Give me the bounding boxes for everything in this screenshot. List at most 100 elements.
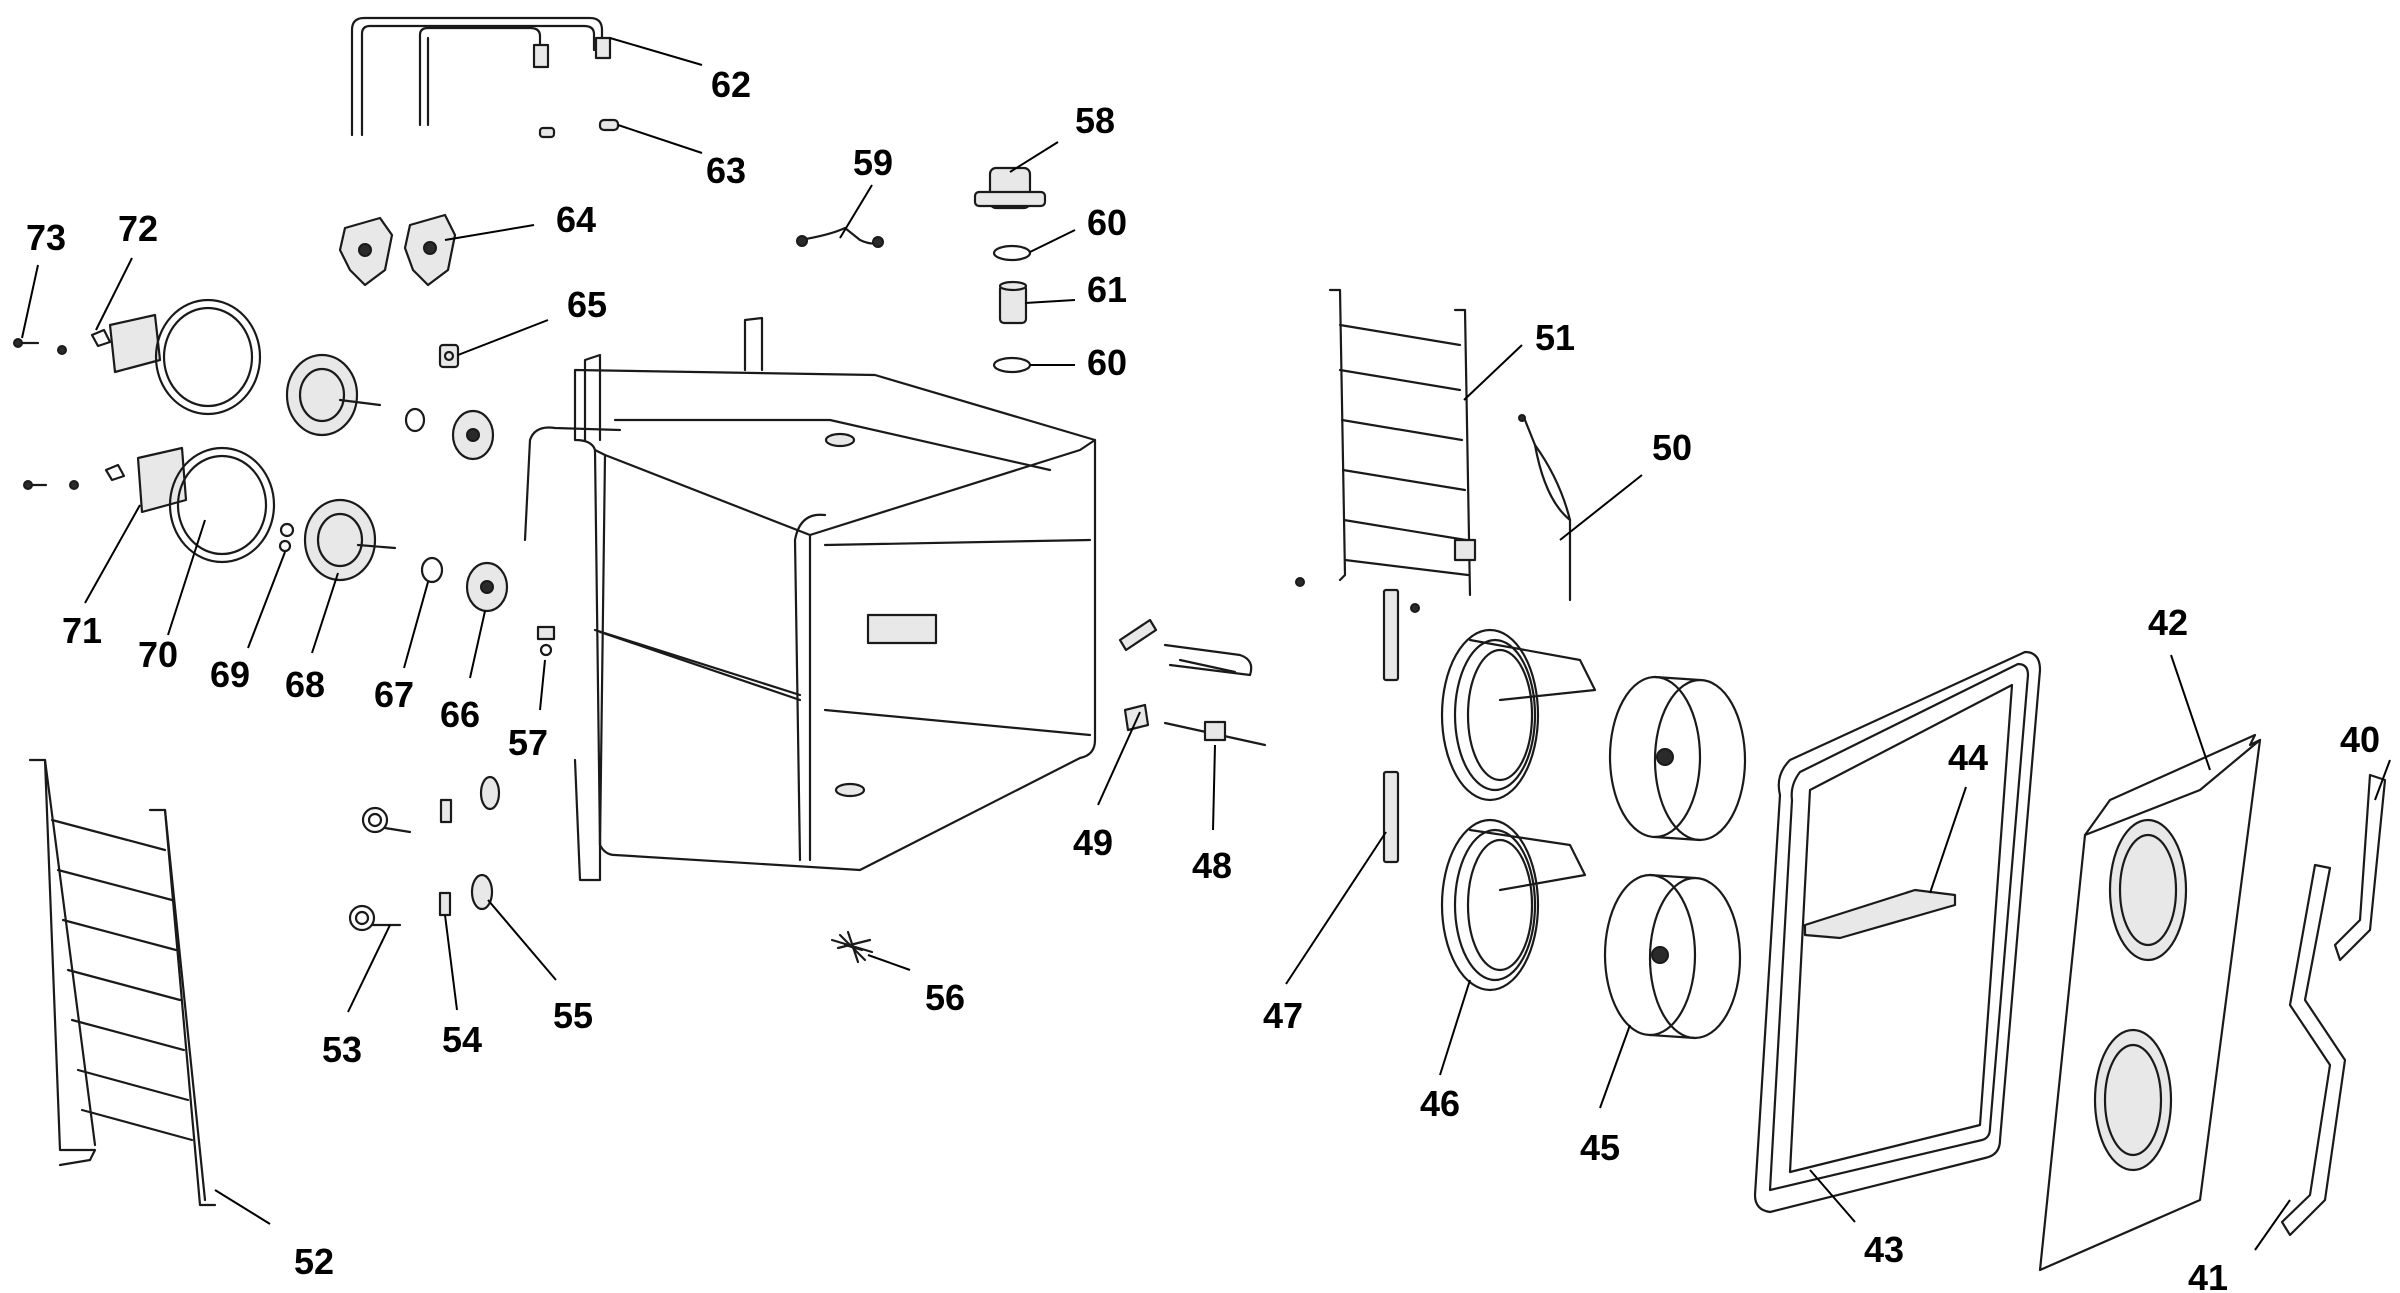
leader-56 bbox=[867, 954, 911, 971]
callout-67: 67 bbox=[374, 674, 414, 715]
part-48-burner bbox=[1163, 643, 1267, 747]
part-46-coils bbox=[1440, 628, 1597, 992]
part-61-sleeve bbox=[998, 280, 1028, 325]
leader-71 bbox=[84, 504, 141, 604]
leader-57 bbox=[539, 659, 546, 711]
leader-51 bbox=[1463, 344, 1523, 401]
part-68-motors bbox=[285, 353, 397, 582]
part-42-fan-panel bbox=[2038, 733, 2262, 1272]
leader-44 bbox=[1929, 786, 1967, 894]
leader-64 bbox=[444, 224, 535, 241]
part-65-fitting bbox=[438, 343, 460, 369]
part-55-gaskets bbox=[470, 775, 501, 911]
callout-66: 66 bbox=[440, 694, 480, 735]
part-59-wire bbox=[796, 226, 884, 248]
callout-41: 41 bbox=[2188, 1257, 2228, 1293]
leader-43 bbox=[1809, 1169, 1856, 1223]
leader-40 bbox=[2374, 759, 2391, 801]
leader-62 bbox=[609, 37, 703, 66]
part-58-solenoid-valve bbox=[973, 166, 1047, 210]
callout-61: 61 bbox=[1087, 269, 1127, 310]
leader-59 bbox=[839, 184, 873, 239]
leader-46 bbox=[1439, 979, 1471, 1076]
part-45-blower-wheels bbox=[1603, 675, 1747, 1040]
leader-49 bbox=[1097, 711, 1141, 806]
leader-50 bbox=[1559, 474, 1643, 541]
callout-54: 54 bbox=[442, 1019, 482, 1060]
leader-54 bbox=[444, 914, 458, 1011]
part-73-screws bbox=[13, 338, 79, 490]
part-40-handle bbox=[2333, 773, 2387, 962]
callout-59: 59 bbox=[853, 142, 893, 183]
part-56-cluster bbox=[830, 930, 874, 964]
part-64-gas-valves bbox=[338, 213, 457, 287]
callout-43: 43 bbox=[1864, 1229, 1904, 1270]
callout-53: 53 bbox=[322, 1029, 362, 1070]
leader-47 bbox=[1285, 831, 1387, 985]
leader-67 bbox=[403, 581, 429, 669]
leader-58 bbox=[1009, 141, 1059, 173]
leader-55 bbox=[487, 899, 557, 981]
callout-63: 63 bbox=[706, 150, 746, 191]
leader-42 bbox=[2170, 654, 2211, 771]
leader-66 bbox=[469, 610, 486, 679]
part-63-fitting bbox=[538, 118, 620, 139]
callout-47: 47 bbox=[1263, 995, 1303, 1036]
part-41-handle bbox=[2280, 863, 2347, 1237]
callout-69: 69 bbox=[210, 654, 250, 695]
callout-56: 56 bbox=[925, 977, 965, 1018]
leader-lines bbox=[21, 37, 2391, 1251]
callout-57: 57 bbox=[508, 722, 548, 763]
callout-45: 45 bbox=[1580, 1127, 1620, 1168]
callout-60a: 60 bbox=[1087, 202, 1127, 243]
callout-73: 73 bbox=[26, 217, 66, 258]
part-54-bracket bbox=[438, 798, 453, 917]
callout-50: 50 bbox=[1652, 427, 1692, 468]
callout-68: 68 bbox=[285, 664, 325, 705]
callout-71: 71 bbox=[62, 610, 102, 651]
leader-70 bbox=[167, 519, 206, 636]
callout-55: 55 bbox=[553, 995, 593, 1036]
leader-72 bbox=[95, 257, 133, 331]
part-57-nut bbox=[536, 625, 556, 657]
part-51-rack bbox=[1328, 288, 1477, 597]
callout-60b: 60 bbox=[1087, 342, 1127, 383]
main-cabinet bbox=[523, 316, 1097, 882]
callout-62: 62 bbox=[711, 64, 751, 105]
leader-45 bbox=[1599, 1024, 1631, 1109]
part-69-clip bbox=[278, 522, 295, 553]
callout-65: 65 bbox=[567, 284, 607, 325]
callout-40: 40 bbox=[2340, 719, 2380, 760]
part-70-rings bbox=[154, 298, 276, 564]
callout-44: 44 bbox=[1948, 737, 1988, 778]
leader-63 bbox=[617, 124, 703, 154]
callout-51: 51 bbox=[1535, 317, 1575, 358]
callout-42: 42 bbox=[2148, 602, 2188, 643]
leader-68 bbox=[311, 572, 339, 654]
callout-48: 48 bbox=[1192, 845, 1232, 886]
leader-41 bbox=[2254, 1199, 2291, 1251]
leader-73 bbox=[21, 264, 39, 339]
callout-46: 46 bbox=[1420, 1083, 1460, 1124]
leader-48 bbox=[1212, 744, 1216, 831]
part-62-tubing bbox=[350, 16, 612, 137]
leader-61 bbox=[1024, 299, 1076, 304]
part-44-shelf bbox=[1803, 888, 1957, 940]
callout-64: 64 bbox=[556, 199, 596, 240]
part-47-bars bbox=[1295, 577, 1420, 864]
callout-58: 58 bbox=[1075, 100, 1115, 141]
part-49-bracket bbox=[1118, 618, 1158, 732]
callout-52: 52 bbox=[294, 1241, 334, 1282]
callout-70: 70 bbox=[138, 634, 178, 675]
part-72-clip bbox=[90, 328, 126, 482]
part-50-sensor bbox=[1518, 414, 1572, 602]
leader-69 bbox=[247, 551, 286, 649]
part-71-brackets bbox=[108, 313, 188, 514]
callout-49: 49 bbox=[1073, 822, 1113, 863]
part-67-washers bbox=[404, 407, 444, 584]
part-66-hubs bbox=[451, 409, 509, 613]
leader-53 bbox=[347, 924, 391, 1013]
part-52-rack bbox=[28, 758, 217, 1207]
part-53-springs bbox=[348, 806, 412, 932]
